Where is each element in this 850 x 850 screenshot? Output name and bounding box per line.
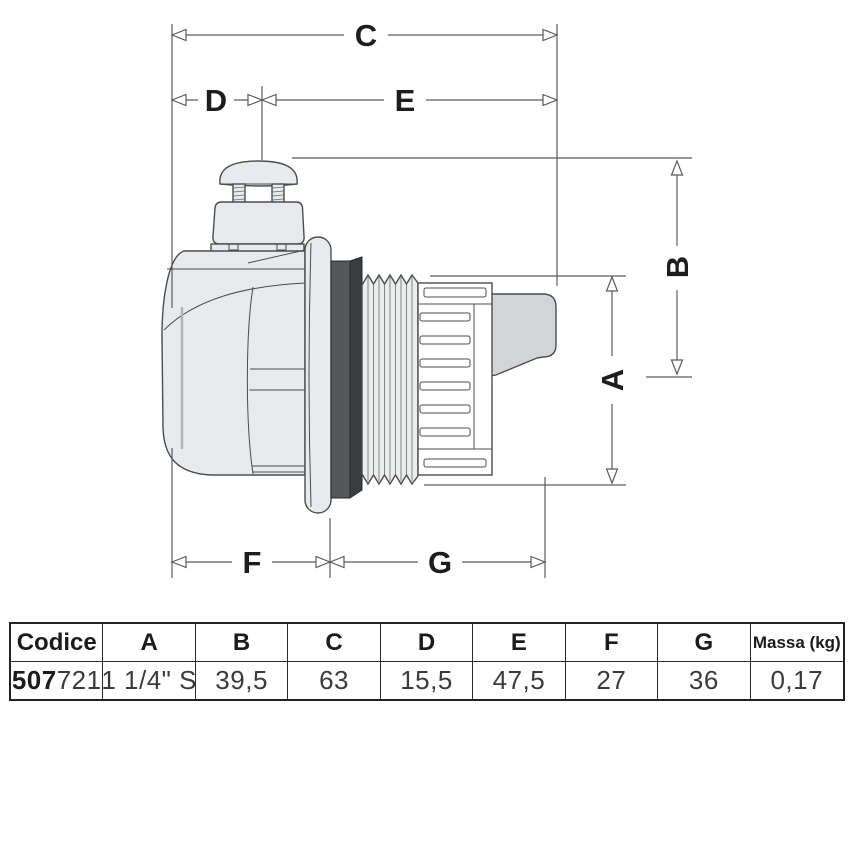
value-cell-e: 47,5 — [473, 662, 566, 699]
valve-illustration — [161, 160, 557, 514]
thread — [361, 273, 419, 486]
value-cell-a: 1 1/4" S — [103, 662, 196, 699]
value-cell-massa: 0,17 — [770, 665, 824, 695]
dimension-label-b: B — [660, 256, 695, 278]
header-cell-massa: Massa (kg) — [750, 624, 843, 662]
valve-body — [161, 249, 306, 476]
arrow-left-icon — [170, 93, 187, 107]
header-cell-f: F — [565, 624, 659, 662]
arrow-left-icon — [260, 93, 277, 107]
extension-lines — [171, 24, 692, 578]
arrow-left-icon — [170, 28, 187, 42]
dimension-f: F — [170, 545, 332, 580]
dimension-label-a: A — [595, 369, 630, 391]
arrow-down-icon — [670, 359, 684, 376]
arrow-right-icon — [542, 93, 559, 107]
dimension-label-d: D — [205, 83, 227, 118]
dimension-e: E — [260, 83, 559, 118]
value-cell-f: 27 — [566, 662, 659, 699]
header-cell-e: E — [473, 624, 566, 662]
dimension-label-g: G — [428, 545, 452, 580]
arrow-right-icon — [247, 93, 264, 107]
arrow-right-icon — [315, 555, 332, 569]
dimension-b: B — [660, 159, 695, 376]
dimension-g: G — [328, 545, 547, 580]
post-thread-hatch — [233, 186, 284, 201]
dimension-label-c: C — [355, 18, 377, 53]
flange — [304, 236, 332, 514]
header-cell-g: G — [658, 624, 751, 662]
codice-suffix: 721 — [56, 665, 102, 695]
arrow-up-icon — [605, 275, 619, 292]
cage-slots — [419, 312, 471, 437]
header-cell-b: B — [195, 624, 289, 662]
tail-connector — [487, 293, 557, 377]
dimension-label-f: F — [243, 545, 262, 580]
thread-crests — [367, 277, 413, 481]
header-cell-codice: Codice — [11, 624, 104, 662]
gasket — [330, 256, 363, 499]
value-cell-c: 63 — [288, 662, 381, 699]
dimension-d: D — [170, 83, 264, 118]
valve-cap — [210, 160, 305, 253]
codice-prefix: 507 — [11, 665, 57, 695]
technical-drawing: C D E B — [161, 18, 695, 580]
dimension-c: C — [170, 18, 559, 53]
arrow-up-icon — [670, 159, 684, 176]
arrow-left-icon — [328, 555, 345, 569]
arrow-right-icon — [530, 555, 547, 569]
dimension-label-e: E — [395, 83, 416, 118]
arrow-right-icon — [542, 28, 559, 42]
arrow-left-icon — [170, 555, 187, 569]
header-cell-c: C — [288, 624, 381, 662]
value-cell-d: 15,5 — [381, 662, 474, 699]
value-cell-b: 39,5 — [196, 662, 289, 699]
value-cell-g: 36 — [658, 662, 751, 699]
header-cell-a: A — [103, 624, 196, 662]
arrow-down-icon — [605, 468, 619, 485]
header-cell-d: D — [380, 624, 474, 662]
slotted-cage — [417, 282, 493, 476]
dimension-a: A — [595, 275, 630, 485]
